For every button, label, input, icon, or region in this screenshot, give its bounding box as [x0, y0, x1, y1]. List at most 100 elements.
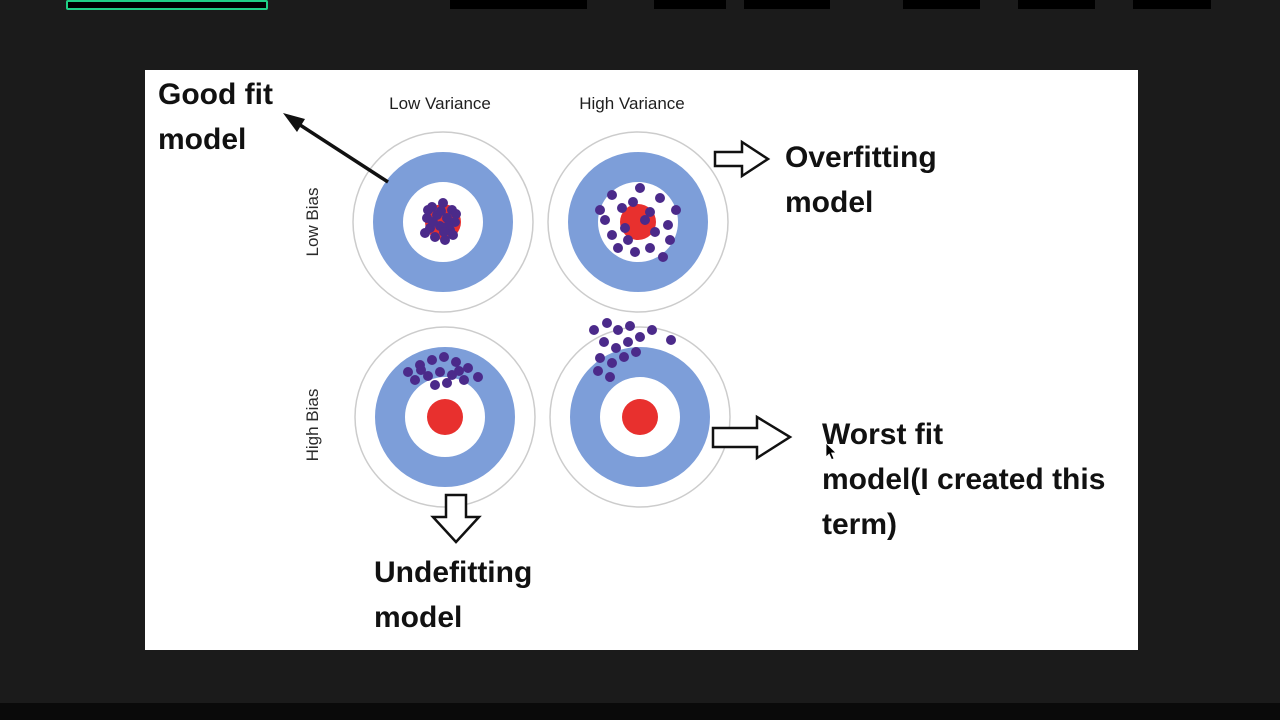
- blue-ring: [570, 347, 710, 487]
- data-point: [640, 215, 650, 225]
- data-point: [427, 355, 437, 365]
- data-point: [645, 243, 655, 253]
- col-label-high-variance: High Variance: [579, 94, 685, 113]
- annotation-line: model: [785, 186, 874, 219]
- data-point: [436, 206, 446, 216]
- data-point: [599, 337, 609, 347]
- data-point: [671, 205, 681, 215]
- annotation-overfitting: Overfitting model: [785, 135, 937, 225]
- data-point: [463, 363, 473, 373]
- data-point: [607, 230, 617, 240]
- annotation-line: model(I created this: [822, 463, 1106, 496]
- data-point: [435, 367, 445, 377]
- data-point: [650, 227, 660, 237]
- overfitting-arrow: [713, 139, 771, 179]
- blue-ring: [375, 347, 515, 487]
- data-point: [613, 325, 623, 335]
- data-point: [593, 366, 603, 376]
- annotation-line: Good fit: [158, 78, 273, 111]
- data-point: [595, 205, 605, 215]
- data-point: [595, 353, 605, 363]
- annotation-line: term): [822, 508, 898, 541]
- data-point: [451, 209, 461, 219]
- bullseye: [622, 399, 658, 435]
- data-point: [613, 243, 623, 253]
- row-label-high-bias: High Bias: [303, 388, 322, 462]
- bottom-bar: [0, 703, 1280, 720]
- data-point: [430, 380, 440, 390]
- browser-tab[interactable]: [1018, 0, 1095, 9]
- data-point: [623, 235, 633, 245]
- annotation-good-fit: Good fit model: [158, 72, 273, 162]
- annotation-line: Worst fit: [822, 418, 944, 451]
- annotation-worst-fit: Worst fit model(I created this term): [822, 412, 1105, 547]
- bullseye: [427, 399, 463, 435]
- row-label-low-bias: Low Bias: [303, 187, 322, 257]
- data-point: [473, 372, 483, 382]
- annotation-line: Undefitting: [374, 556, 533, 589]
- data-point: [658, 252, 668, 262]
- data-point: [403, 367, 413, 377]
- target-low-bias-low-variance: [352, 131, 534, 313]
- slide-panel: Good fit model Overfitting model Worst f…: [145, 70, 1138, 650]
- annotation-line: Overfitting: [785, 141, 937, 174]
- data-point: [600, 215, 610, 225]
- data-point: [630, 247, 640, 257]
- annotation-underfitting: Undefitting model: [374, 550, 532, 640]
- target-high-bias-low-variance: [354, 326, 536, 508]
- data-point: [442, 213, 452, 223]
- data-point: [645, 207, 655, 217]
- data-point: [410, 375, 420, 385]
- data-point: [663, 220, 673, 230]
- annotation-line: model: [158, 123, 247, 156]
- data-point: [589, 325, 599, 335]
- data-point: [620, 223, 630, 233]
- target-low-bias-high-variance: [547, 131, 729, 313]
- data-point: [602, 318, 612, 328]
- browser-tab-strip: [0, 0, 1280, 12]
- browser-tab[interactable]: [1133, 0, 1211, 9]
- data-point: [666, 335, 676, 345]
- data-point: [665, 235, 675, 245]
- data-point: [423, 205, 433, 215]
- browser-tab[interactable]: [654, 0, 726, 9]
- blue-ring: [373, 152, 513, 292]
- data-point: [438, 198, 448, 208]
- browser-tab[interactable]: [903, 0, 980, 9]
- data-point: [430, 232, 440, 242]
- browser-tab[interactable]: [744, 0, 830, 9]
- underfitting-arrow: [430, 493, 482, 544]
- data-point: [611, 343, 621, 353]
- data-point: [617, 203, 627, 213]
- browser-tab[interactable]: [450, 0, 587, 9]
- data-point: [647, 325, 657, 335]
- blue-ring: [568, 152, 708, 292]
- data-point: [605, 372, 615, 382]
- data-point: [420, 228, 430, 238]
- data-point: [423, 371, 433, 381]
- good-fit-arrow: [283, 113, 389, 184]
- data-point: [416, 365, 426, 375]
- data-point: [631, 347, 641, 357]
- data-point: [607, 190, 617, 200]
- browser-tab-active[interactable]: [66, 0, 268, 10]
- data-point: [459, 375, 469, 385]
- data-point: [607, 358, 617, 368]
- data-point: [628, 197, 638, 207]
- data-point: [635, 332, 645, 342]
- data-point: [439, 227, 449, 237]
- data-point: [635, 183, 645, 193]
- annotation-line: model: [374, 601, 463, 634]
- data-point: [439, 352, 449, 362]
- data-point: [625, 321, 635, 331]
- data-point: [623, 337, 633, 347]
- data-point: [619, 352, 629, 362]
- data-point: [428, 217, 438, 227]
- data-point: [440, 235, 450, 245]
- data-point: [442, 378, 452, 388]
- data-point: [448, 230, 458, 240]
- data-point: [451, 357, 461, 367]
- worst-fit-arrow: [711, 414, 793, 461]
- data-point: [454, 366, 464, 376]
- mouse-cursor-icon: [825, 442, 837, 461]
